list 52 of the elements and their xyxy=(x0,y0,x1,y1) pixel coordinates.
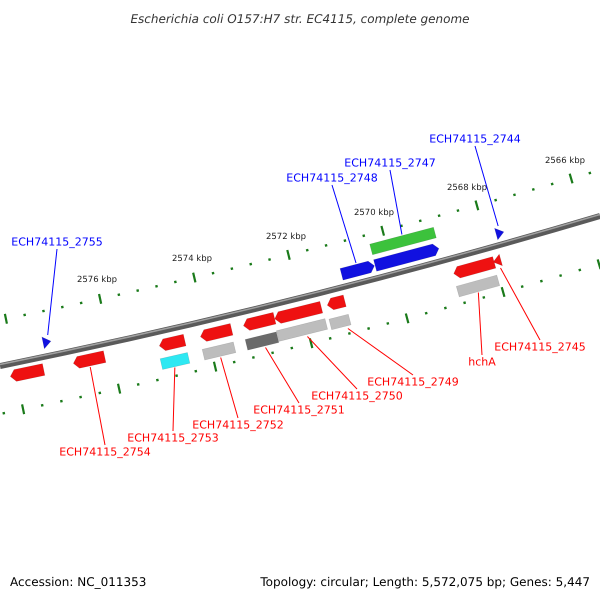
gene-bar xyxy=(160,352,190,370)
scale-label: 2572 kbp xyxy=(266,232,306,242)
gene-marker xyxy=(492,253,503,266)
gene-label: ECH74115_2751 xyxy=(253,404,345,416)
gene-label: ECH74115_2755 xyxy=(11,236,103,248)
leader-line xyxy=(347,328,414,376)
gene-feature xyxy=(373,244,440,272)
scale-label: 2570 kbp xyxy=(354,208,394,218)
gene-marker xyxy=(41,336,52,350)
scale-label: 2566 kbp xyxy=(544,156,586,166)
gene-marker xyxy=(494,228,504,241)
leader-line xyxy=(47,248,58,336)
gene-label: ECH74115_2748 xyxy=(286,172,378,184)
gene-feature xyxy=(158,334,186,351)
leader-line xyxy=(332,184,357,264)
scale-label: 2576 kbp xyxy=(76,276,118,284)
gene-bar xyxy=(369,226,437,256)
gene-label: ECH74115_2747 xyxy=(344,158,436,168)
footer-text: Accession: NC_011353 xyxy=(10,576,146,588)
gene-bar xyxy=(202,342,236,360)
leader-line xyxy=(478,292,482,356)
gene-label: ECH74115_2753 xyxy=(127,432,219,444)
leader-line xyxy=(306,336,358,390)
leader-line xyxy=(390,170,402,235)
gene-label: ECH74115_2750 xyxy=(311,390,403,402)
gene-feature xyxy=(453,256,496,278)
gene-feature xyxy=(340,260,375,280)
leader-line xyxy=(474,146,499,226)
gene-label: ECH74115_2745 xyxy=(494,342,586,352)
gene-feature xyxy=(200,323,234,342)
gene-bar xyxy=(328,314,352,330)
footer-text: Topology: circular; Length: 5,572,075 bp; Genes: 5,447 xyxy=(260,576,590,588)
gene-label: hchA xyxy=(468,356,496,368)
gene-feature xyxy=(274,301,324,324)
leader-line xyxy=(220,357,238,418)
leader-line xyxy=(500,268,540,340)
leader-line xyxy=(264,347,300,404)
leader-line xyxy=(90,366,106,446)
title: Escherichia coli O157:H7 str. EC4115, complete genome xyxy=(130,13,470,25)
scale-label: 2574 kbp xyxy=(172,254,212,264)
gene-feature xyxy=(243,312,276,331)
gene-label: ECH74115_2752 xyxy=(192,420,284,430)
gene-feature xyxy=(326,294,347,310)
leader-line xyxy=(172,367,176,432)
gene-bar xyxy=(456,274,500,298)
gene-label: ECH74115_2749 xyxy=(367,376,459,388)
gene-label: ECH74115_2754 xyxy=(59,446,151,458)
gene-bar xyxy=(244,332,280,350)
gene-feature xyxy=(72,350,106,369)
gene-feature xyxy=(10,363,46,382)
gene-label: ECH74115_2744 xyxy=(429,134,521,144)
scale-label: 2568 kbp xyxy=(446,184,488,192)
